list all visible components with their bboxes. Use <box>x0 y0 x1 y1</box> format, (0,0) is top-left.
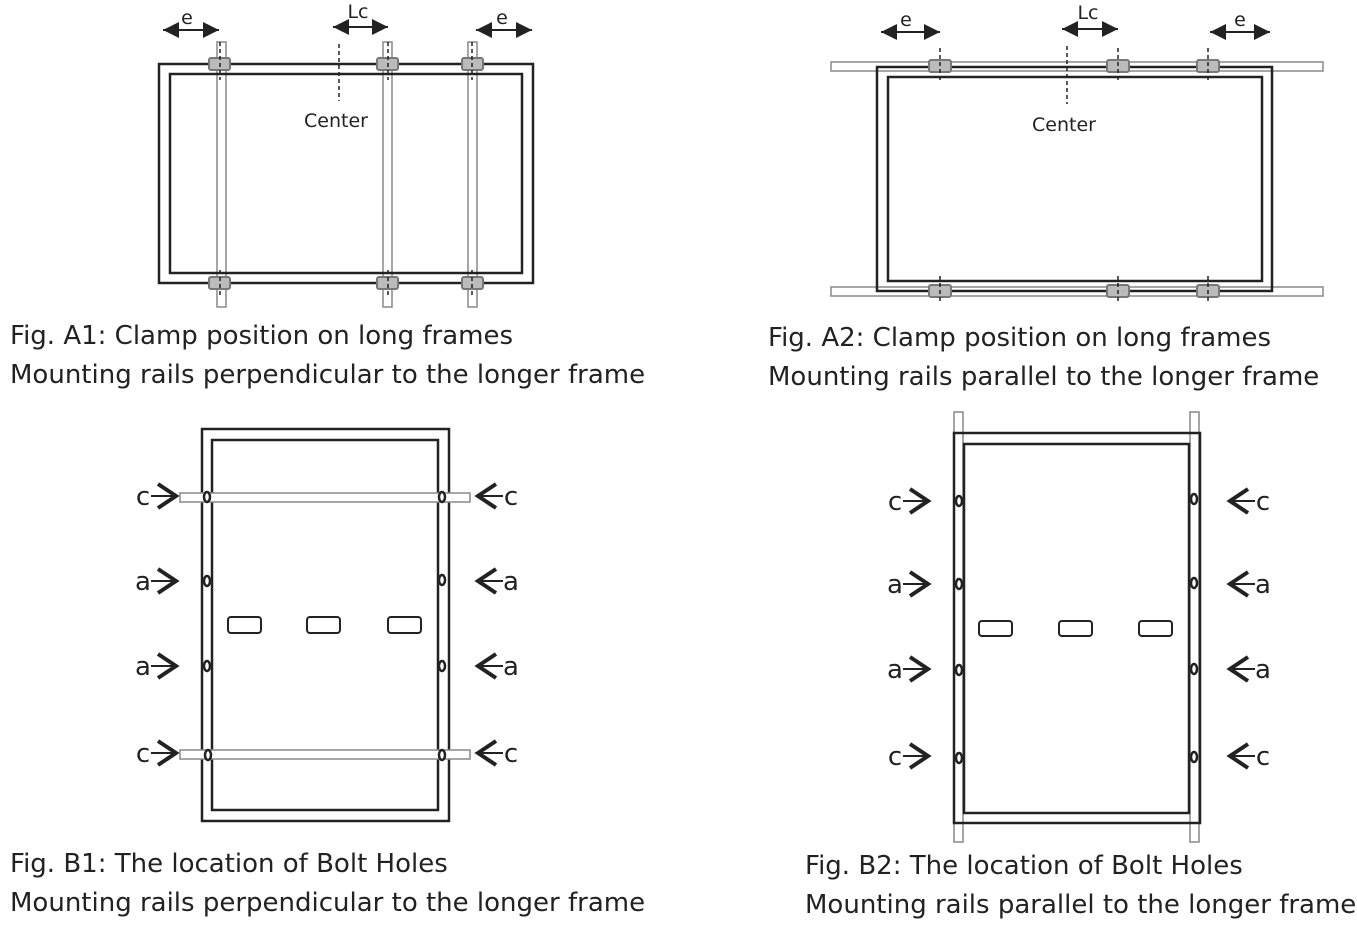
junction-box <box>306 616 341 634</box>
junction-box <box>978 620 1013 637</box>
junction-box <box>1138 620 1173 637</box>
bolt-hole <box>1189 492 1199 506</box>
caption-title: Fig. B2: The location of Bolt Holes <box>805 851 1243 881</box>
hole-label: a <box>503 652 519 682</box>
junction-box <box>387 616 422 634</box>
hole-label: a <box>1255 570 1271 600</box>
bolt-hole <box>437 490 447 504</box>
panel-frame-outer <box>157 62 535 285</box>
center-label: Center <box>1032 114 1096 136</box>
bolt-hole <box>202 574 212 588</box>
bolt-hole <box>437 573 447 587</box>
caption-a2: Fig. A2: Clamp position on long frames M… <box>768 319 1319 397</box>
panel-frame-outer <box>200 427 451 823</box>
hole-label: a <box>887 570 903 600</box>
panel-frame-inner <box>962 442 1191 815</box>
dim-label-lc: Lc <box>347 1 368 23</box>
figure-a1: e Lc e Center <box>157 1 535 308</box>
panel-frame-inner <box>210 438 440 812</box>
dim-label-e: e <box>181 7 193 29</box>
bolt-hole <box>203 748 213 762</box>
junction-box <box>227 616 262 634</box>
caption-subtitle: Mounting rails parallel to the longer fr… <box>768 362 1320 392</box>
caption-subtitle: Mounting rails perpendicular to the long… <box>10 888 646 918</box>
dim-label-e: e <box>900 9 912 31</box>
bolt-hole <box>437 748 447 762</box>
panel-frame-inner <box>168 72 524 275</box>
hole-label: c <box>504 739 518 769</box>
rail <box>179 749 471 760</box>
caption-title: Fig. A2: Clamp position on long frames <box>768 323 1272 353</box>
rail <box>179 492 471 503</box>
hole-label: a <box>1255 655 1271 685</box>
hole-label: c <box>888 742 902 772</box>
rail <box>216 41 227 308</box>
bolt-hole <box>1189 750 1199 764</box>
hole-label: a <box>135 652 151 682</box>
center-label: Center <box>304 110 368 132</box>
caption-title: Fig. A1: Clamp position on long frames <box>10 321 514 351</box>
bolt-hole <box>1189 576 1199 590</box>
hole-label: a <box>887 655 903 685</box>
figure-b2: c a a c c a a c <box>887 411 1271 843</box>
caption-a1: Fig. A1: Clamp position on long frames M… <box>10 317 645 395</box>
hole-label: c <box>504 482 518 512</box>
hole-label: c <box>1256 487 1270 517</box>
dim-label-e: e <box>1234 9 1246 31</box>
bolt-hole <box>954 751 964 765</box>
rail <box>382 41 393 308</box>
clamps <box>928 59 1220 298</box>
clamps <box>208 57 484 290</box>
panel-frame-outer <box>952 431 1202 825</box>
bolt-hole <box>1189 662 1199 676</box>
caption-b2: Fig. B2: The location of Bolt Holes Moun… <box>805 847 1356 925</box>
hole-label: c <box>888 487 902 517</box>
hole-label: a <box>503 567 519 597</box>
hole-label: c <box>136 739 150 769</box>
figure-a2: e Lc e Center <box>830 2 1324 302</box>
bolt-hole <box>202 659 212 673</box>
junction-box <box>1058 620 1093 637</box>
caption-subtitle: Mounting rails perpendicular to the long… <box>10 360 646 390</box>
caption-title: Fig. B1: The location of Bolt Holes <box>10 849 448 879</box>
caption-subtitle: Mounting rails parallel to the longer fr… <box>805 890 1357 920</box>
bolt-hole <box>954 663 964 677</box>
panel-frame-inner <box>886 75 1264 283</box>
rail <box>953 411 964 843</box>
hole-label: a <box>135 567 151 597</box>
figure-b1: c a a c c a a c <box>135 427 519 823</box>
bolt-hole <box>954 577 964 591</box>
panel-frame-outer <box>875 65 1274 293</box>
bolt-hole <box>202 490 212 504</box>
dim-label-lc: Lc <box>1077 2 1098 24</box>
hole-label: c <box>1256 742 1270 772</box>
bolt-hole <box>954 494 964 508</box>
caption-b1: Fig. B1: The location of Bolt Holes Moun… <box>10 845 645 923</box>
bolt-hole <box>437 659 447 673</box>
rail <box>467 41 478 308</box>
rail <box>1189 411 1200 843</box>
hole-label: c <box>136 482 150 512</box>
dim-label-e: e <box>496 7 508 29</box>
